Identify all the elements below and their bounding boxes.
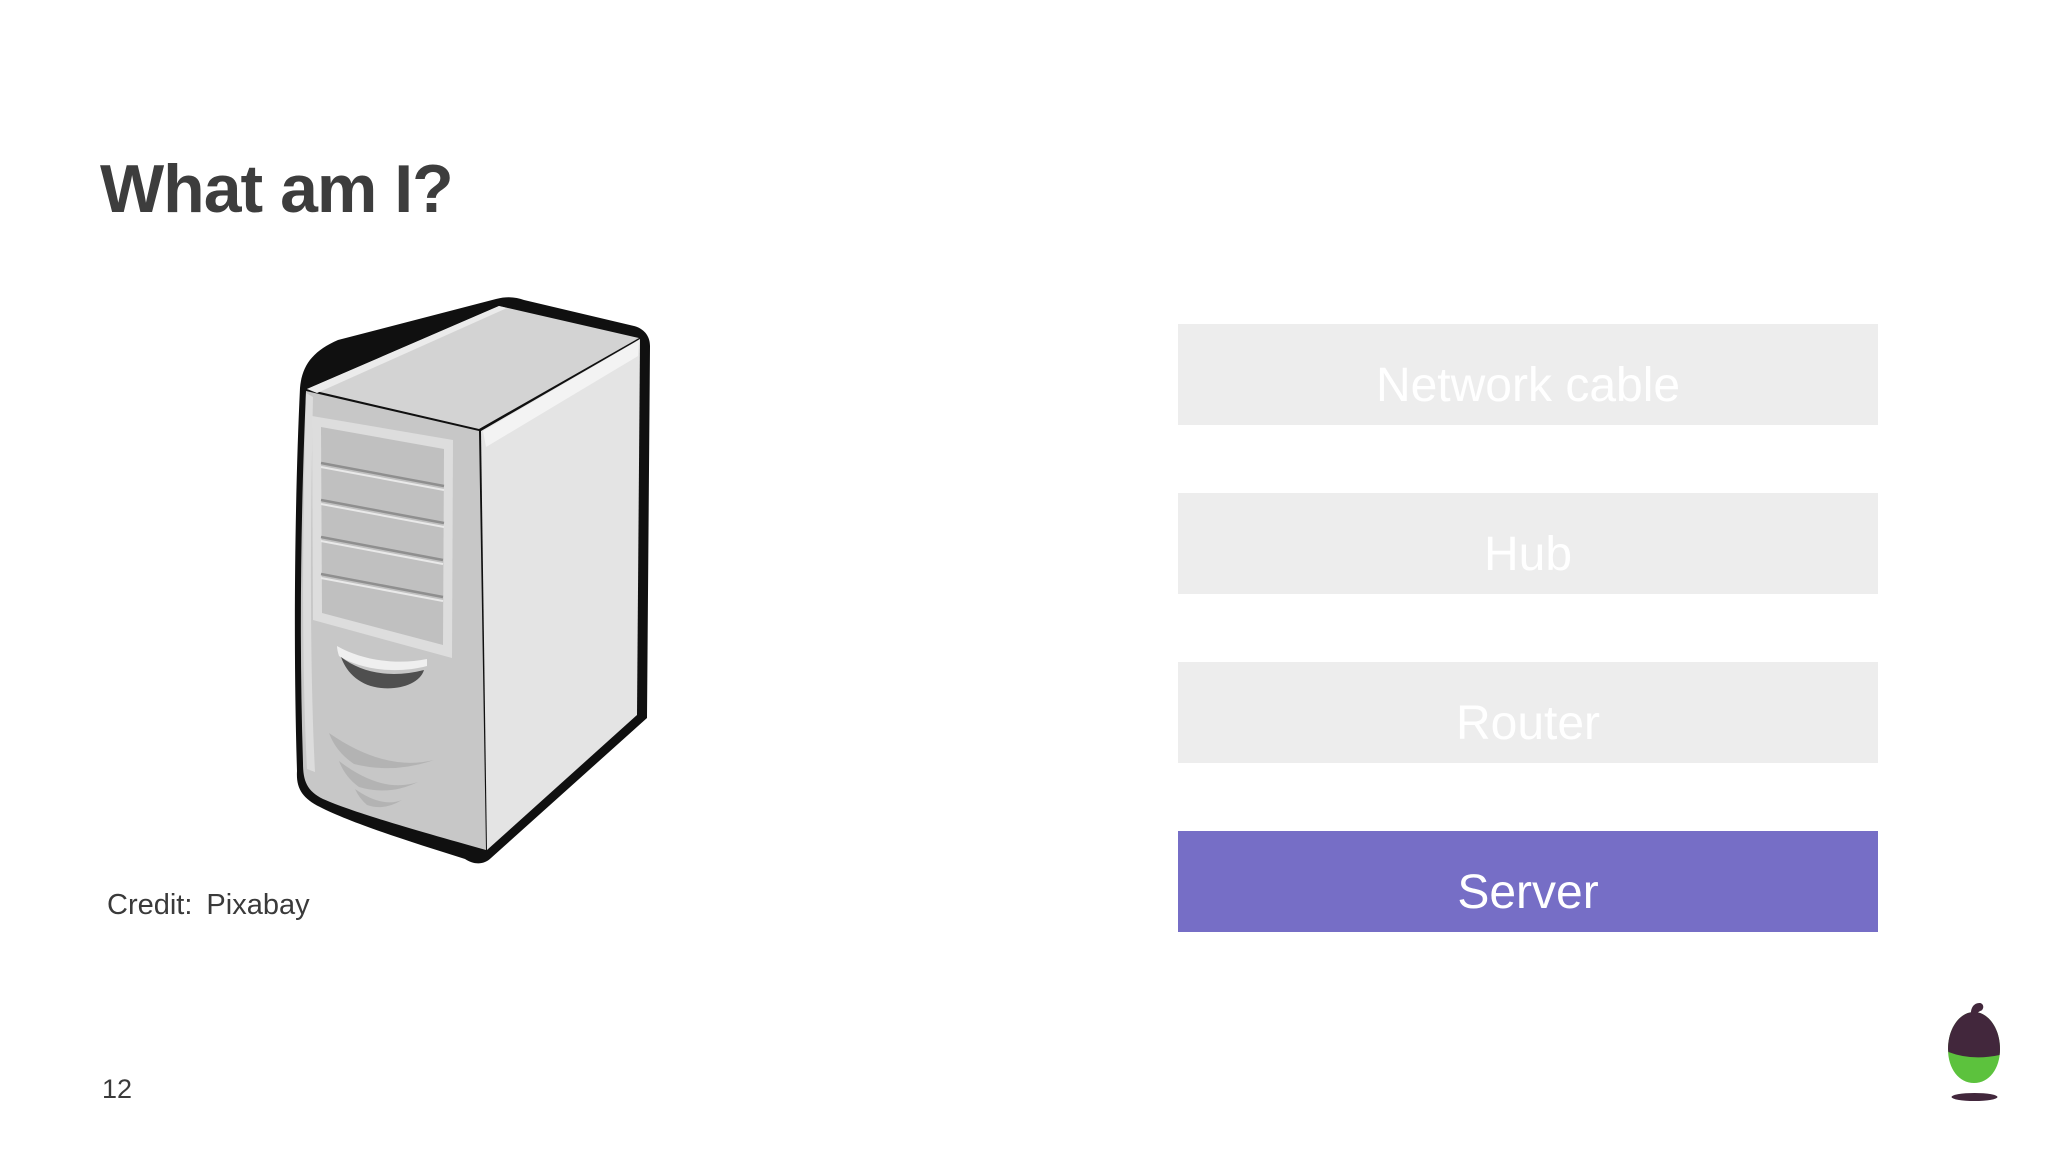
- quiz-option-label: Network cable: [1375, 359, 1681, 412]
- quiz-option-label: Router: [1455, 697, 1601, 750]
- computer-tower-illustration: [293, 293, 658, 868]
- quiz-option-label: Hub: [1483, 528, 1573, 581]
- page-number: 12: [102, 1074, 133, 1104]
- credit-value: Pixabay: [206, 889, 310, 921]
- quiz-option-server[interactable]: Server: [1178, 831, 1878, 932]
- quiz-option-hub[interactable]: Hub: [1178, 493, 1878, 594]
- credit-label: Credit:: [107, 889, 193, 921]
- oak-acorn-logo: [1946, 1002, 2002, 1106]
- quiz-option-label: Server: [1457, 866, 1599, 919]
- computer-tower-image: [294, 297, 650, 864]
- image-credit: Credit: Pixabay: [107, 889, 310, 922]
- page-title: What am I?: [100, 150, 454, 227]
- quiz-options: Network cable Hub Router Server: [1178, 324, 1878, 1000]
- quiz-option-router[interactable]: Router: [1178, 662, 1878, 763]
- quiz-option-network-cable[interactable]: Network cable: [1178, 324, 1878, 425]
- acorn-icon: [1948, 1002, 2000, 1101]
